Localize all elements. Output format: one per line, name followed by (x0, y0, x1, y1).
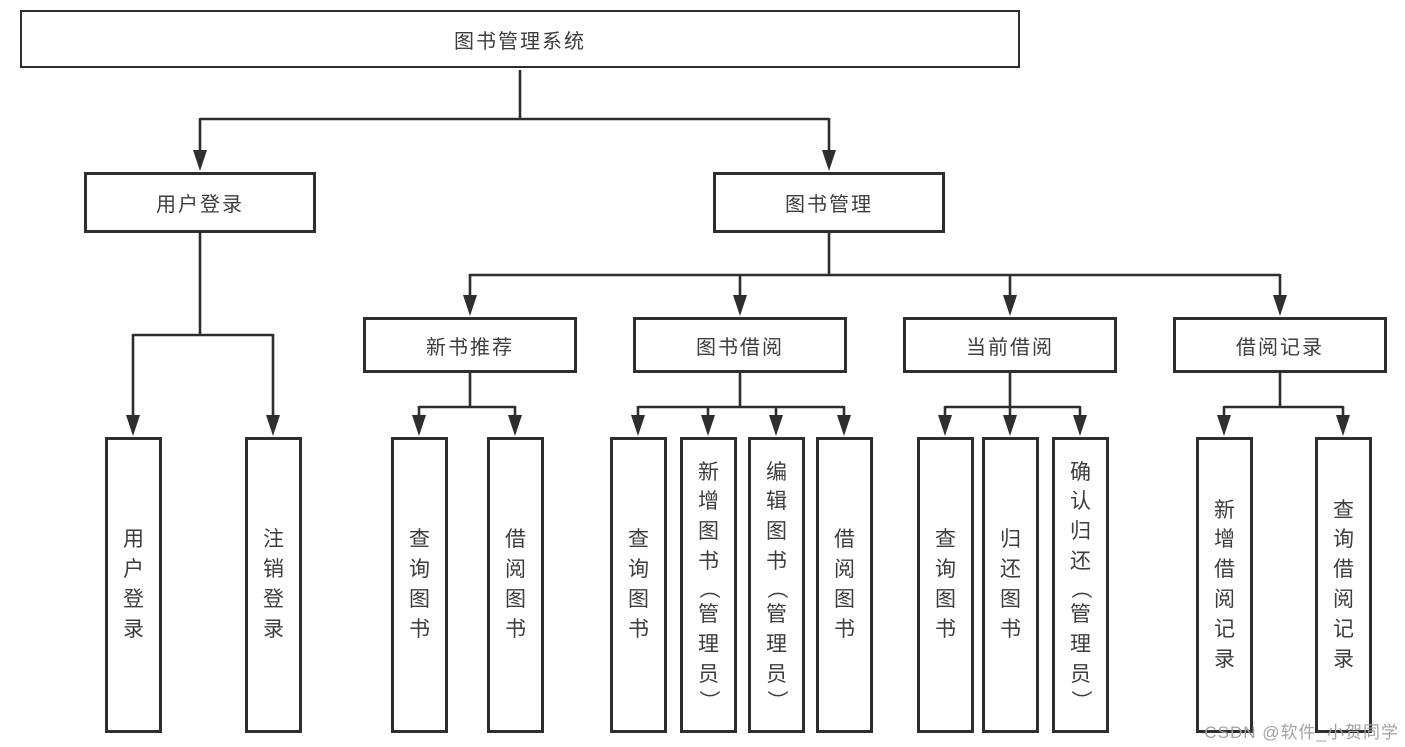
csdn-watermark: CSDN @软件_小贺同学 (1204, 723, 1399, 742)
node-book-borrow: 图书借阅 (633, 317, 847, 373)
leaf-bb-borrow-book-label: 借阅图书 (834, 528, 855, 641)
leaf-cb-confirm-return-admin-label: 确认归还（管理员） (1069, 460, 1093, 712)
leaf-cb-return-book: 归还图书 (982, 437, 1039, 733)
leaf-user-login-label: 用户登录 (123, 528, 144, 641)
leaf-br-query-record-label: 查询借阅记录 (1333, 498, 1354, 671)
leaf-cb-confirm-return-admin: 确认归还（管理员） (1052, 437, 1109, 733)
leaf-bb-edit-book-admin: 编辑图书（管理员） (748, 437, 805, 733)
leaf-br-add-record: 新增借阅记录 (1196, 437, 1253, 733)
node-borrow-records-label: 借阅记录 (1236, 336, 1324, 359)
edge-root-to-level2 (193, 70, 836, 171)
leaf-br-query-record: 查询借阅记录 (1315, 437, 1372, 733)
leaf-bb-edit-book-admin-label: 编辑图书（管理员） (765, 460, 789, 712)
edge-new-book-recommend-to-leaves (412, 373, 522, 436)
leaf-nb-query-book: 查询图书 (391, 437, 448, 733)
node-new-book-recommend: 新书推荐 (363, 317, 577, 373)
leaf-cb-return-book-label: 归还图书 (1000, 528, 1021, 641)
node-root-system: 图书管理系统 (20, 10, 1020, 68)
node-new-book-recommend-label: 新书推荐 (426, 336, 514, 359)
node-book-management-label: 图书管理 (785, 194, 873, 216)
node-user-login: 用户登录 (84, 172, 316, 233)
node-user-login-label: 用户登录 (156, 194, 244, 216)
edge-current-borrow-to-leaves (938, 373, 1087, 436)
leaf-logout: 注销登录 (245, 437, 302, 733)
leaf-bb-add-book-admin: 新增图书（管理员） (680, 437, 737, 733)
node-book-management: 图书管理 (713, 172, 945, 233)
leaf-nb-query-book-label: 查询图书 (409, 528, 430, 641)
node-current-borrow-label: 当前借阅 (966, 336, 1054, 359)
edge-borrow-records-to-leaves (1217, 373, 1350, 436)
edge-user-login-to-leaves (126, 233, 280, 436)
leaf-cb-query-book-label: 查询图书 (935, 528, 956, 641)
leaf-bb-query-book: 查询图书 (610, 437, 667, 733)
leaf-nb-borrow-book-label: 借阅图书 (505, 528, 526, 641)
leaf-br-add-record-label: 新增借阅记录 (1214, 498, 1235, 671)
leaf-bb-query-book-label: 查询图书 (628, 528, 649, 641)
leaf-cb-query-book: 查询图书 (917, 437, 974, 733)
edge-book-borrow-to-leaves (631, 373, 851, 436)
leaf-bb-borrow-book: 借阅图书 (816, 437, 873, 733)
edge-book-management-to-level3 (463, 233, 1287, 316)
leaf-bb-add-book-admin-label: 新增图书（管理员） (697, 460, 721, 712)
leaf-logout-label: 注销登录 (263, 528, 284, 641)
node-root-label: 图书管理系统 (454, 30, 586, 53)
leaf-user-login: 用户登录 (105, 437, 162, 733)
node-current-borrow: 当前借阅 (903, 317, 1117, 373)
node-borrow-records: 借阅记录 (1173, 317, 1387, 373)
node-book-borrow-label: 图书借阅 (696, 336, 784, 359)
leaf-nb-borrow-book: 借阅图书 (487, 437, 544, 733)
